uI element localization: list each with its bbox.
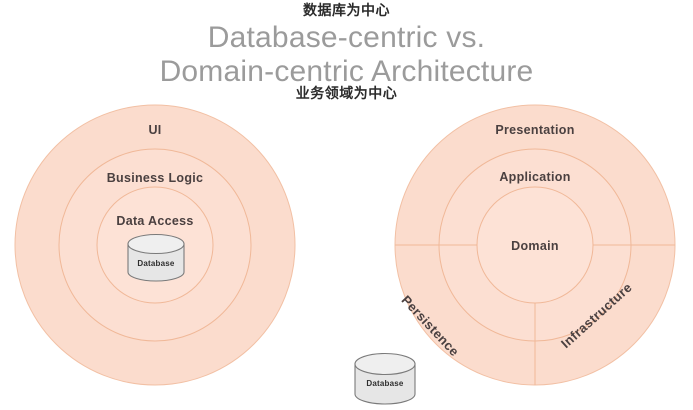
right-diagram-group xyxy=(394,104,676,386)
db-body xyxy=(127,243,185,282)
db-top-ellipse xyxy=(354,352,416,376)
db-body xyxy=(354,363,416,405)
left-database-cylinder xyxy=(127,233,185,282)
external-database-cylinder xyxy=(354,352,416,405)
db-top-ellipse xyxy=(127,233,185,255)
right-ring-domain xyxy=(476,186,594,304)
